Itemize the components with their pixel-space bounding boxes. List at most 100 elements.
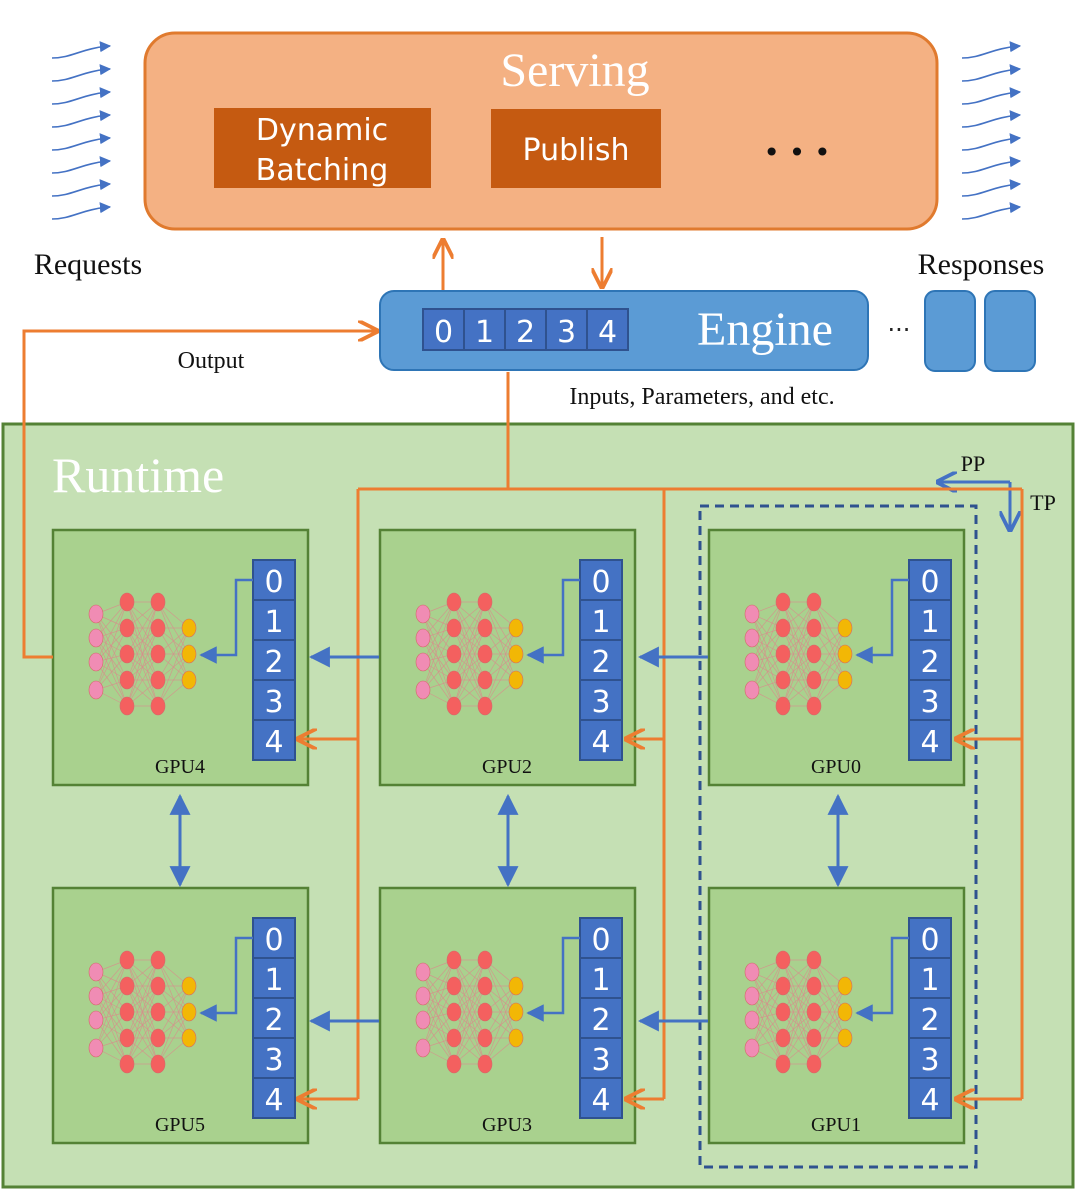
gpu-slot: [908, 1077, 952, 1119]
gpu-slot-label: 4: [920, 1083, 939, 1118]
gpu-label: GPU1: [811, 1114, 861, 1136]
serving-title: Serving: [500, 44, 649, 97]
stream-arrow: [961, 156, 1022, 174]
stream-arrow: [961, 133, 1022, 151]
requests-stream-icon: [51, 41, 112, 220]
gpu-label: GPU0: [811, 756, 861, 778]
runtime-title: Runtime: [52, 447, 224, 503]
neural-network-icon: [744, 592, 853, 716]
neural-network-icon: [415, 592, 524, 716]
gpu-slot: [579, 719, 623, 761]
gpu-slot: [579, 639, 623, 681]
slot-feed-arrow: [855, 578, 909, 664]
gpu-slot-label: 4: [591, 725, 610, 760]
engine-title: Engine: [697, 303, 833, 356]
stream-arrow: [51, 64, 112, 82]
gpu-slot-label: 0: [264, 923, 283, 958]
input-broadcast-lines: [298, 372, 1024, 1099]
queued-engine-2: [984, 290, 1036, 372]
stream-arrow: [51, 156, 112, 174]
gpu-slot-label: 3: [920, 1043, 939, 1078]
gpu-slot: [252, 679, 296, 721]
stream-arrow: [51, 179, 112, 197]
gpu-slot-label: 1: [264, 605, 283, 640]
gpu-grid: 01234GPU401234GPU201234GPU001234GPU50123…: [51, 528, 966, 1145]
stream-arrow: [961, 179, 1022, 197]
serving-more-ellipsis: • • •: [763, 136, 830, 169]
gpu-slot: [908, 679, 952, 721]
gpu-slot-label: 3: [920, 685, 939, 720]
responses-stream-icon: [961, 41, 1022, 220]
output-label: Output: [178, 348, 245, 374]
stream-arrow: [51, 133, 112, 151]
gpu-slot-label: 3: [264, 1043, 283, 1078]
gpu-slot-label: 2: [920, 645, 939, 680]
engine-slot-label: 4: [598, 315, 617, 350]
stream-arrow: [961, 202, 1022, 220]
gpu-slot: [579, 997, 623, 1039]
gpu-slot-label: 4: [591, 1083, 610, 1118]
gpu-slot-label: 0: [920, 923, 939, 958]
stream-arrow: [51, 110, 112, 128]
gpu-slot-label: 2: [264, 645, 283, 680]
stream-arrow: [51, 41, 112, 59]
stream-arrow: [961, 41, 1022, 59]
gpu-label: GPU2: [482, 756, 532, 778]
gpu-label: GPU3: [482, 1114, 532, 1136]
tp-group-border: [698, 504, 978, 1169]
gpu-slot: [579, 957, 623, 999]
slot-feed-arrow: [199, 936, 253, 1022]
gpu-slot-label: 3: [264, 685, 283, 720]
gpu-slot: [252, 719, 296, 761]
pipeline-arrows: [308, 646, 708, 1032]
gpu-slot-label: 0: [264, 565, 283, 600]
gpu-slot-label: 4: [264, 725, 283, 760]
dynamic-batching-label-line2: Batching: [256, 153, 389, 188]
gpu-slot-label: 1: [264, 963, 283, 998]
neural-network-icon: [88, 592, 197, 716]
gpu-label: GPU5: [155, 1114, 205, 1136]
engine-slot-label: 1: [475, 315, 494, 350]
gpu-slot: [908, 997, 952, 1039]
engine-slot-label: 3: [557, 315, 576, 350]
gpu-slot-label: 0: [920, 565, 939, 600]
gpu-slot: [579, 917, 623, 959]
tp-label: TP: [1030, 490, 1056, 515]
publish-module: [491, 109, 661, 188]
neural-network-icon: [415, 950, 524, 1074]
responses-label: Responses: [918, 248, 1045, 281]
requests-label: Requests: [34, 248, 142, 281]
gpu-slot: [579, 559, 623, 601]
gpu-slot: [908, 599, 952, 641]
output-line: [22, 331, 377, 659]
gpu-label: GPU4: [155, 756, 205, 778]
gpu-slot-label: 4: [264, 1083, 283, 1118]
pp-label: PP: [961, 451, 985, 476]
queued-engine-1: [924, 290, 976, 372]
neural-network-icon: [744, 950, 853, 1074]
neural-network-icon: [88, 950, 197, 1074]
gpu-slot: [252, 1077, 296, 1119]
gpu-slot: [579, 1077, 623, 1119]
gpu-slot: [908, 639, 952, 681]
gpu-slot-label: 3: [591, 685, 610, 720]
slot-feed-arrow: [199, 578, 253, 664]
slot-feed-arrow: [526, 936, 580, 1022]
gpu-slot-label: 2: [264, 1003, 283, 1038]
gpu-slot: [252, 1037, 296, 1079]
stream-arrow: [961, 110, 1022, 128]
dynamic-batching-label-line1: Dynamic: [256, 113, 388, 148]
stream-arrow: [51, 202, 112, 220]
inputs-parameters-label: Inputs, Parameters, and etc.: [569, 384, 834, 410]
stream-arrow: [51, 87, 112, 105]
gpu-slot: [908, 719, 952, 761]
stream-arrow: [961, 64, 1022, 82]
tensor-parallel-arrows: [169, 793, 849, 888]
slot-feed-arrow: [855, 936, 909, 1022]
